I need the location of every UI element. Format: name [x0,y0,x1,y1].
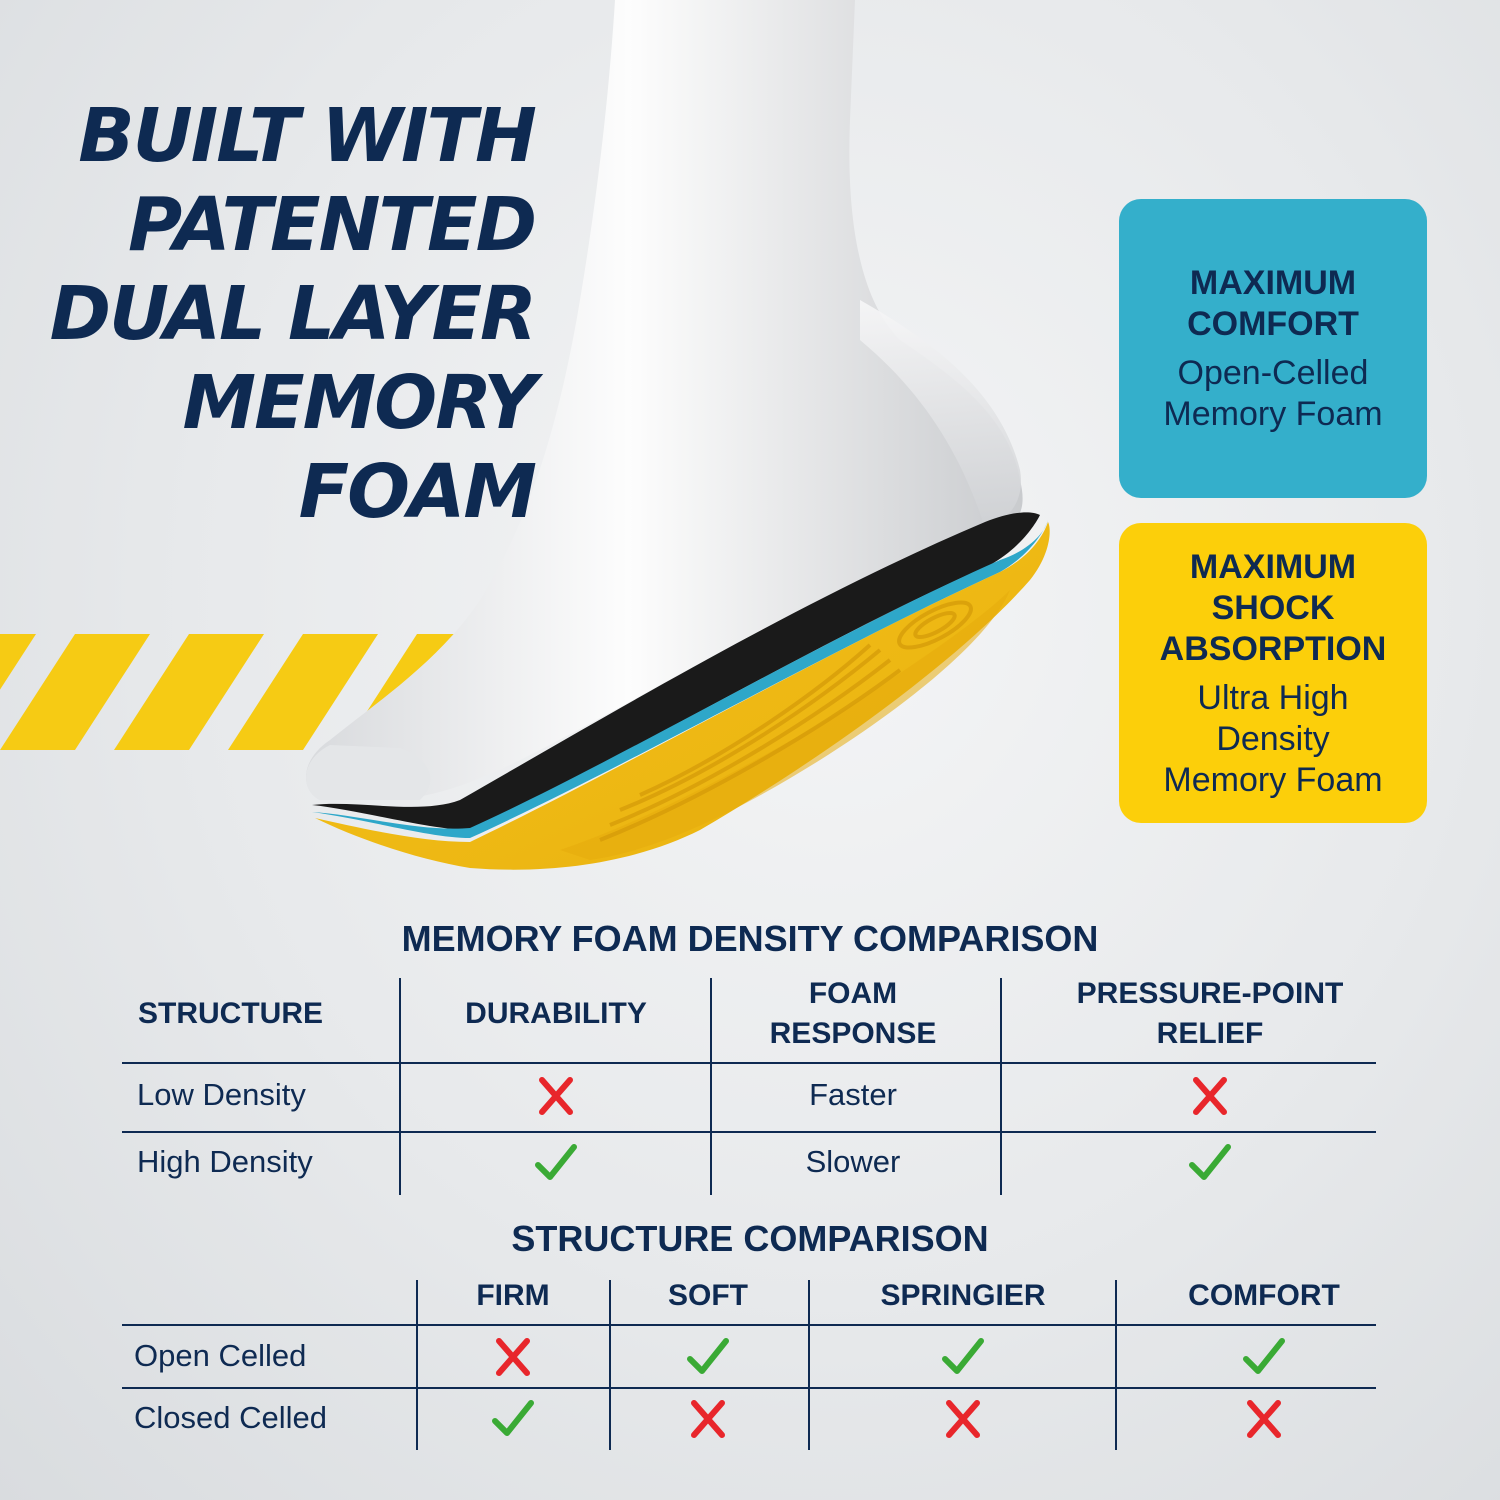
column-header-line: DURABILITY [465,997,647,1030]
callout-subtitle: Ultra High [1197,679,1349,717]
row-divider [122,1324,1376,1326]
check-icon [1243,1338,1285,1374]
structure-table-title: STRUCTURE COMPARISON [511,1218,989,1259]
callout-title: COMFORT [1187,305,1359,343]
table-cell: Slower [805,1144,901,1179]
callout-title: MAXIMUM [1189,264,1357,302]
column-header: SPRINGIER [880,1279,1046,1312]
row-label: Low Density [137,1077,306,1112]
row-divider [122,1131,1376,1133]
column-divider [1115,1280,1117,1450]
check-icon [535,1144,577,1180]
row-divider [122,1387,1376,1389]
hazard-stripe [0,634,36,690]
density-table-title: MEMORY FOAM DENSITY COMPARISON [401,918,1099,959]
cross-icon [1193,1077,1227,1115]
column-divider [399,978,401,1195]
column-header-line: RESPONSE [769,1017,937,1050]
cross-icon [1247,1400,1281,1438]
column-divider [416,1280,418,1450]
hazard-stripe [228,634,378,750]
column-header-line: FOAM [808,977,898,1010]
hazard-stripe [114,634,264,750]
headline: BUILT WITH PATENTED DUAL LAYER MEMORY FO… [20,92,537,537]
cross-icon [496,1338,530,1376]
row-divider [122,1062,1376,1064]
cross-icon [691,1400,725,1438]
check-icon [492,1400,534,1436]
shock-callout: MAXIMUM SHOCK ABSORPTION Ultra High Dens… [1119,523,1427,823]
column-header: DURABILITY [356,994,756,1034]
column-header: FIRM [476,1279,550,1312]
headline-line: BUILT WITH [78,93,537,179]
column-header-line: RELIEF [1156,1017,1264,1050]
headline-line: FOAM [298,449,537,535]
table-cell: Faster [809,1077,897,1112]
check-icon [687,1338,729,1374]
callout-title: MAXIMUM [1189,548,1357,586]
row-label: High Density [137,1144,313,1179]
column-header: PRESSURE-POINT RELIEF [1010,974,1410,1054]
check-icon [942,1338,984,1374]
cross-icon [539,1077,573,1115]
check-icon [1189,1144,1231,1180]
column-header: STRUCTURE [138,994,398,1034]
callout-subtitle: Memory Foam [1163,761,1383,799]
hazard-stripe [0,634,150,750]
column-header: SOFT [668,1279,748,1312]
row-label: Open Celled [134,1338,307,1373]
column-header: COMFORT [1188,1279,1340,1312]
headline-line: DUAL LAYER [49,271,537,357]
column-header-line: STRUCTURE [138,997,323,1030]
comfort-callout: MAXIMUM COMFORT Open-Celled Memory Foam [1119,199,1427,498]
column-divider [609,1280,611,1450]
column-divider [808,1280,810,1450]
column-divider [710,978,712,1195]
cross-icon [946,1400,980,1438]
headline-line: MEMORY [182,360,537,446]
callout-subtitle: Open-Celled [1177,354,1369,392]
callout-subtitle: Memory Foam [1163,395,1383,433]
column-header: FOAM RESPONSE [653,974,1053,1054]
column-divider [1000,978,1002,1195]
column-header-line: PRESSURE-POINT [1076,977,1344,1010]
callout-title: SHOCK [1211,589,1335,627]
row-label: Closed Celled [134,1400,327,1435]
callout-subtitle: Density [1216,720,1330,758]
callout-title: ABSORPTION [1159,630,1387,668]
headline-line: PATENTED [127,182,537,268]
